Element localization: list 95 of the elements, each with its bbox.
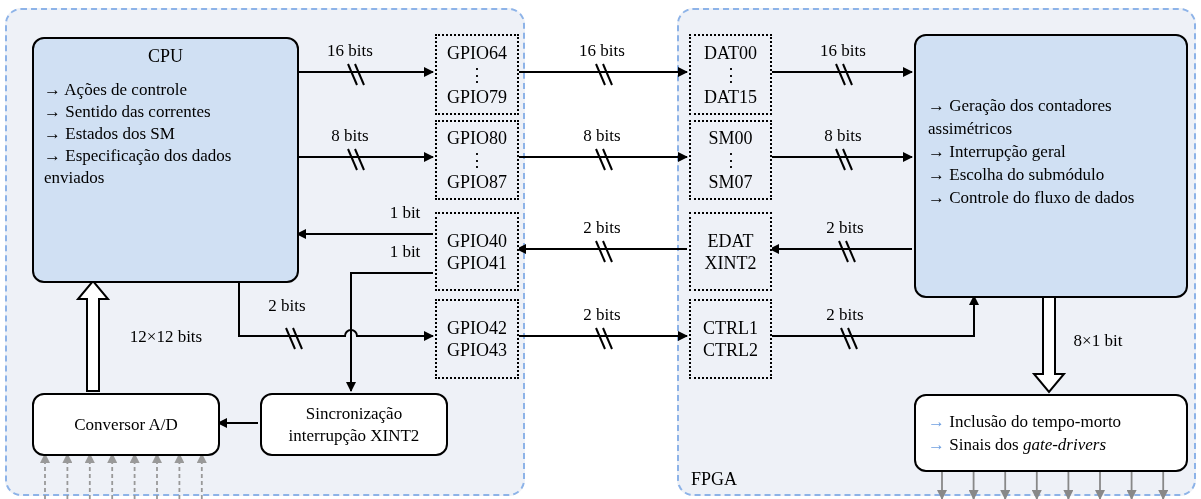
port-box xyxy=(435,120,519,200)
edge-label: 8×1 bit xyxy=(1073,331,1123,351)
node-text: GPIO42 xyxy=(447,317,507,339)
edge-label: 16 bits xyxy=(820,41,866,61)
arrow xyxy=(296,67,434,77)
arrow xyxy=(62,453,73,499)
node-text: → Especificação dos dados enviados xyxy=(44,145,233,189)
logic-block xyxy=(914,34,1188,298)
port-box xyxy=(435,34,519,115)
edge-label: 1 bit xyxy=(389,242,421,262)
output-block xyxy=(914,394,1188,472)
node-text: Sincronização interrupção XINT2 xyxy=(287,402,421,447)
node-text: ⋮ xyxy=(721,149,740,171)
arrow xyxy=(174,453,185,499)
arrow xyxy=(516,67,688,77)
edge-label: 8 bits xyxy=(824,126,862,146)
node-text: SM00 xyxy=(708,127,753,149)
arrow xyxy=(1095,469,1105,499)
node-text: → Geração dos contadores assimétricos xyxy=(928,95,1113,140)
hollow-arrow xyxy=(1031,295,1067,394)
node-text: GPIO87 xyxy=(447,171,507,193)
arrow xyxy=(1063,469,1074,499)
port-box xyxy=(689,212,772,291)
node-text: EDAT xyxy=(707,229,754,252)
processor-block xyxy=(32,37,299,283)
node-text: DAT15 xyxy=(704,85,757,108)
arrow xyxy=(516,244,688,254)
arrow xyxy=(238,280,434,341)
arrow xyxy=(217,418,259,428)
arrow xyxy=(516,331,688,341)
port-box xyxy=(435,299,519,379)
node-text: → Ações de controle xyxy=(44,79,189,101)
arrow xyxy=(40,453,50,499)
arrow xyxy=(1000,469,1011,499)
arrow xyxy=(769,244,913,254)
arrow xyxy=(346,272,434,392)
arrow xyxy=(937,469,947,499)
edge-label: 2 bits xyxy=(826,305,864,325)
arrow xyxy=(152,453,162,499)
node-text: → Escolha do submódulo xyxy=(928,164,1106,186)
node-text: DAT00 xyxy=(704,41,757,64)
node-text: SM07 xyxy=(708,171,753,193)
node-text: → Interrupção geral xyxy=(928,141,1067,163)
port-box xyxy=(689,34,772,115)
node-text: ⋮ xyxy=(468,149,486,171)
arrow xyxy=(107,453,118,499)
node-text: CPU xyxy=(147,45,184,67)
board-panel xyxy=(677,8,1196,496)
node-text: GPIO79 xyxy=(447,85,507,108)
edge-label: 1 bit xyxy=(389,203,421,223)
node-text: GPIO80 xyxy=(447,127,507,149)
process-box xyxy=(32,393,220,456)
process-box xyxy=(260,393,448,456)
node-text: ⋮ xyxy=(721,63,740,86)
node-text: → Sinais dos gate-drivers xyxy=(928,434,1108,456)
edge-label: 16 bits xyxy=(327,41,373,61)
edge-label: 2 bits xyxy=(268,296,306,316)
node-text: CTRL1 xyxy=(703,317,758,339)
node-text: GPIO41 xyxy=(447,251,507,274)
node-text: Conversor A/D xyxy=(74,413,178,436)
node-text: → Controle do fluxo de dados xyxy=(928,187,1136,209)
node-text: GPIO64 xyxy=(447,41,507,64)
node-text: GPIO40 xyxy=(447,229,507,252)
node-text: → Sentido das correntes xyxy=(44,101,212,123)
port-box xyxy=(689,120,772,200)
edge-label: 16 bits xyxy=(579,41,625,61)
arrow xyxy=(129,453,140,499)
arrow xyxy=(84,453,95,499)
node-text: → Inclusão do tempo-morto xyxy=(928,411,1123,433)
edge-label: 12×12 bits xyxy=(129,327,203,347)
port-box xyxy=(689,299,772,379)
node-text: FPGA xyxy=(691,468,738,490)
node-text: XINT2 xyxy=(704,251,757,274)
arrow xyxy=(1158,469,1169,499)
edge-label: 2 bits xyxy=(826,218,864,238)
node-text: CTRL2 xyxy=(703,339,758,361)
arrow xyxy=(769,295,979,337)
edge-label: 2 bits xyxy=(583,305,621,325)
node-text: GPIO43 xyxy=(447,339,507,361)
edge-label: 8 bits xyxy=(583,126,621,146)
arrow xyxy=(769,67,913,77)
arrow xyxy=(1126,469,1137,499)
arrow xyxy=(196,453,207,499)
arrow xyxy=(516,152,688,162)
arrow xyxy=(296,229,434,239)
edge-label: 2 bits xyxy=(583,218,621,238)
arrow xyxy=(968,469,979,499)
arrow xyxy=(1031,469,1042,499)
node-text: ⋮ xyxy=(468,63,486,86)
port-box xyxy=(435,212,519,291)
arrow xyxy=(296,152,434,162)
node-text: → Estados dos SM xyxy=(44,123,176,145)
edge-label: 8 bits xyxy=(331,126,369,146)
board-panel xyxy=(5,8,525,496)
arrow xyxy=(769,152,913,162)
